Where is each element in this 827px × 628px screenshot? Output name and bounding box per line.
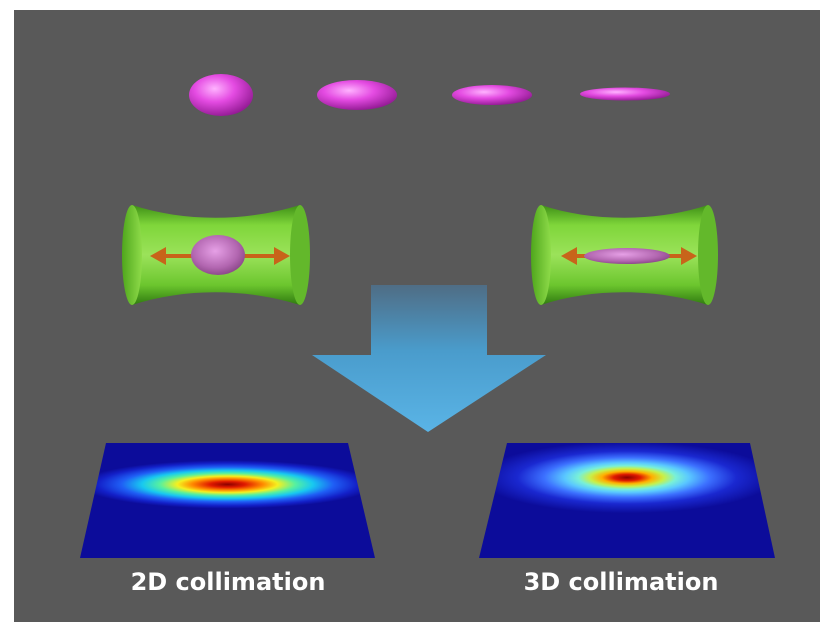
trap-right-cap bbox=[698, 205, 718, 305]
trapped-ellipsoid bbox=[191, 235, 245, 275]
orange-arrowhead-left bbox=[561, 247, 577, 265]
caption-2d: 2D collimation bbox=[131, 568, 326, 596]
heatmap-3d-plane bbox=[479, 443, 775, 558]
ellipsoid-row bbox=[189, 74, 670, 116]
heatmap-3d bbox=[479, 443, 775, 558]
trap-left-cap bbox=[122, 205, 142, 305]
heatmap-2d-plane bbox=[80, 443, 375, 558]
pink-ellipsoid-icon bbox=[317, 80, 397, 110]
caption-3d: 3D collimation bbox=[524, 568, 719, 596]
orange-arrowhead-left bbox=[150, 247, 166, 265]
trap-left-cap bbox=[531, 205, 551, 305]
heatmap-2d bbox=[80, 443, 375, 558]
orange-arrowhead-right bbox=[681, 247, 697, 265]
pink-ellipsoid-icon bbox=[189, 74, 253, 116]
trap-right bbox=[531, 205, 718, 305]
trap-left bbox=[122, 205, 310, 305]
trap-right-cap bbox=[290, 205, 310, 305]
orange-arrowhead-right bbox=[274, 247, 290, 265]
trapped-ellipsoid bbox=[584, 248, 670, 264]
pink-ellipsoid-icon bbox=[580, 87, 670, 101]
pink-ellipsoid-icon bbox=[452, 85, 532, 105]
down-arrow-icon bbox=[312, 285, 546, 432]
